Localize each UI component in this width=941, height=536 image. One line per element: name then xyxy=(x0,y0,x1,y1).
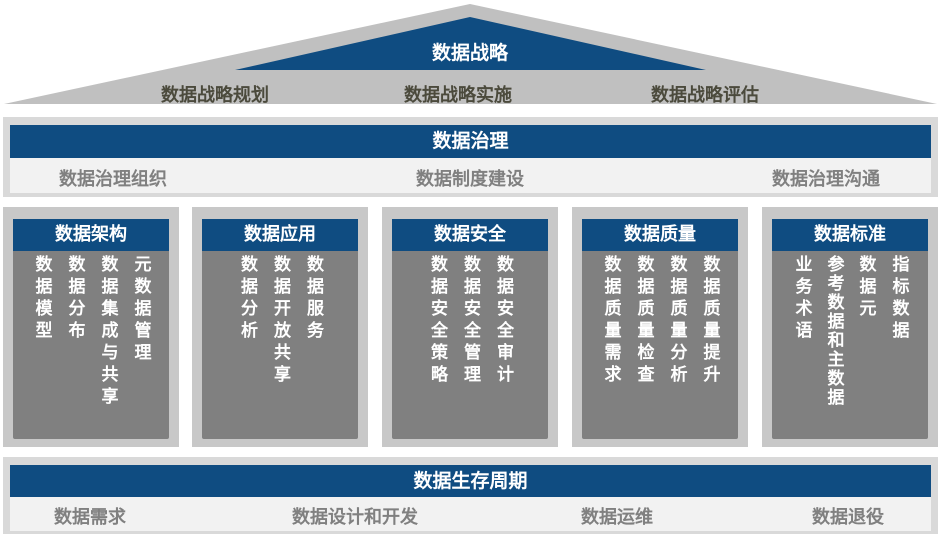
pillar-item: 指标数据 xyxy=(888,255,909,343)
pillar-title: 数据安全 xyxy=(392,219,548,251)
pillar-item: 业务术语 xyxy=(791,255,812,343)
lifecycle-strip xyxy=(10,497,931,531)
pillar-title: 数据架构 xyxy=(13,219,169,251)
governance-item: 数据治理组织 xyxy=(59,169,167,190)
pillar-item: 数据质量分析 xyxy=(666,255,687,387)
lifecycle-title: 数据生存周期 xyxy=(10,465,931,497)
pillar-item: 参考数据和主数据 xyxy=(823,255,844,407)
pillar-item: 数据质量检查 xyxy=(633,255,654,387)
pillar-data-security: 数据安全 数据安全策略 数据安全管理 数据安全审计 xyxy=(382,207,558,447)
pillar-item: 数据开放共享 xyxy=(270,255,290,387)
pillar-item: 数据安全策略 xyxy=(427,255,447,387)
pillar-item: 数据质量提升 xyxy=(699,255,720,387)
pillar-item: 元数据管理 xyxy=(130,255,151,365)
strategy-item: 数据战略实施 xyxy=(404,85,512,106)
pillar-title: 数据标准 xyxy=(772,219,928,251)
strategy-item: 数据战略规划 xyxy=(161,85,269,106)
pillar-item: 数据质量需求 xyxy=(600,255,621,387)
roof-inner-triangle xyxy=(235,17,706,70)
governance-item: 数据制度建设 xyxy=(416,169,524,190)
governance-title: 数据治理 xyxy=(10,125,931,158)
pillar-data-architecture: 数据架构 数据模型 数据分布 数据集成与共享 元数据管理 xyxy=(3,207,179,447)
lifecycle-item: 数据运维 xyxy=(581,507,653,528)
pillar-item: 数据分布 xyxy=(64,255,85,343)
strategy-roof xyxy=(4,4,937,104)
lifecycle-band: 数据生存周期 数据需求 数据设计和开发 数据运维 数据退役 xyxy=(3,457,938,534)
governance-band: 数据治理 数据治理组织 数据制度建设 数据治理沟通 xyxy=(3,117,938,197)
pillar-data-standards: 数据标准 业务术语 参考数据和主数据 数据元 指标数据 xyxy=(762,207,938,447)
pillar-item: 数据安全审计 xyxy=(493,255,513,387)
lifecycle-item: 数据设计和开发 xyxy=(292,507,418,528)
lifecycle-item: 数据需求 xyxy=(54,507,126,528)
pillar-item: 数据元 xyxy=(855,255,876,321)
pillar-item: 数据模型 xyxy=(31,255,52,343)
pillar-item: 数据分析 xyxy=(237,255,257,343)
strategy-title: 数据战略 xyxy=(431,42,508,64)
pillar-title: 数据应用 xyxy=(202,219,358,251)
lifecycle-item: 数据退役 xyxy=(812,507,884,528)
governance-item: 数据治理沟通 xyxy=(772,169,880,190)
pillar-item: 数据服务 xyxy=(303,255,323,343)
pillar-data-quality: 数据质量 数据质量需求 数据质量检查 数据质量分析 数据质量提升 xyxy=(572,207,748,447)
strategy-item: 数据战略评估 xyxy=(651,85,759,106)
pillar-item: 数据集成与共享 xyxy=(97,255,118,409)
pillar-item: 数据安全管理 xyxy=(460,255,480,387)
governance-strip xyxy=(10,158,931,193)
pillar-title: 数据质量 xyxy=(582,219,738,251)
pillar-data-application: 数据应用 数据分析 数据开放共享 数据服务 xyxy=(192,207,368,447)
